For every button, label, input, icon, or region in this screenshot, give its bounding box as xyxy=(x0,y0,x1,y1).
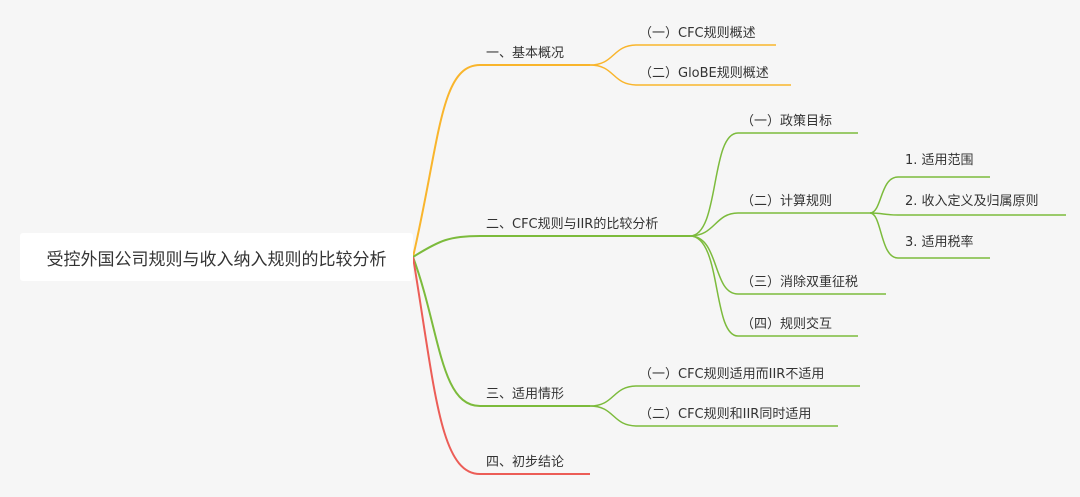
connector-root-to-branch-1 xyxy=(412,64,481,258)
connector-calc-rules-child-1 xyxy=(869,176,899,214)
branch-node-scenarios[interactable]: 三、适用情形 xyxy=(486,387,565,402)
node-cfc-only-applies[interactable]: （一）CFC规则适用而IIR不适用 xyxy=(639,367,825,382)
connector-root-to-branch-4 xyxy=(412,256,481,475)
node-tax-rate[interactable]: 3. 适用税率 xyxy=(905,235,974,250)
node-both-apply[interactable]: （二）CFC规则和IIR同时适用 xyxy=(639,407,812,422)
branch-node-conclusion[interactable]: 四、初步结论 xyxy=(486,455,565,470)
node-policy-objectives[interactable]: （一）政策目标 xyxy=(741,114,833,129)
root-node-label: 受控外国公司规则与收入纳入规则的比较分析 xyxy=(46,249,387,270)
connector-branch-2-child-1 xyxy=(689,132,739,237)
connector-branch-3-child-1 xyxy=(589,385,638,407)
node-cfc-overview[interactable]: （一）CFC规则概述 xyxy=(639,26,756,41)
connector-branch-1-child-2 xyxy=(589,64,638,86)
connector-calc-rules-child-3 xyxy=(869,212,899,259)
connector-branch-3-child-2 xyxy=(589,405,638,427)
connector-root-to-branch-3 xyxy=(412,256,481,407)
node-double-tax-elimination[interactable]: （三）消除双重征税 xyxy=(741,275,859,290)
node-rule-interaction[interactable]: （四）规则交互 xyxy=(741,317,833,332)
branch-node-comparison[interactable]: 二、CFC规则与IIR的比较分析 xyxy=(486,217,659,232)
node-globe-overview[interactable]: （二）GloBE规则概述 xyxy=(639,66,769,81)
connector-branch-2-child-2 xyxy=(689,212,739,237)
node-income-definition[interactable]: 2. 收入定义及归属原则 xyxy=(905,194,1039,209)
branch-node-basic-overview[interactable]: 一、基本概况 xyxy=(486,46,565,61)
node-scope[interactable]: 1. 适用范围 xyxy=(905,153,974,168)
connector-branch-2-child-3 xyxy=(689,235,739,295)
connector-branch-2-child-4 xyxy=(689,235,739,337)
connector-branch-1-child-1 xyxy=(589,44,638,66)
connector-root-to-branch-2 xyxy=(412,235,481,258)
node-calculation-rules[interactable]: （二）计算规则 xyxy=(741,194,833,209)
root-node[interactable]: 受控外国公司规则与收入纳入规则的比较分析 xyxy=(20,233,413,281)
